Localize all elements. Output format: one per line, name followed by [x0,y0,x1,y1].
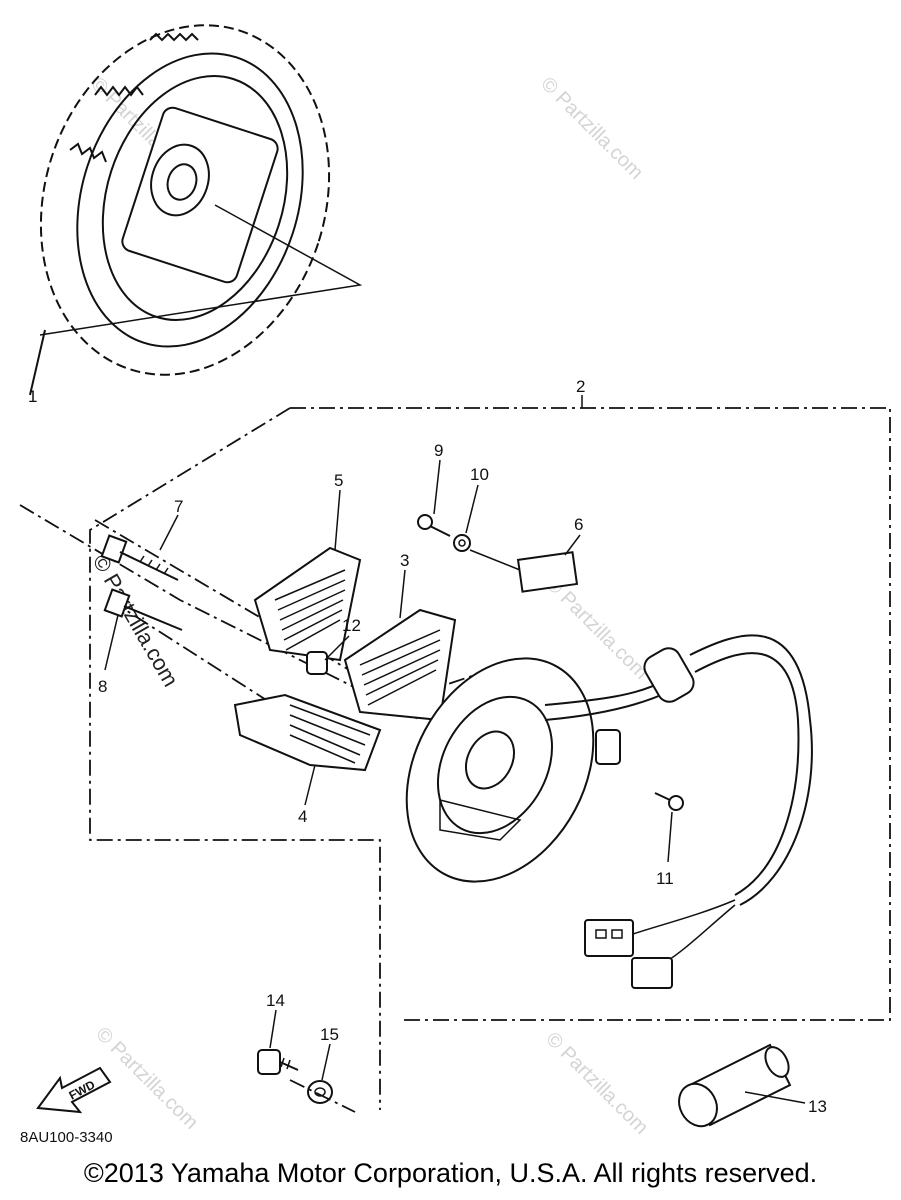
charging-coil-5 [253,546,362,662]
callout-8: 8 [98,677,107,696]
callout-5: 5 [334,471,343,490]
wire-harness [544,634,813,989]
part-code: 8AU100-3340 [20,1129,113,1146]
charging-coil-3 [343,608,457,722]
callout-11: 11 [656,869,674,888]
collar-12 [306,651,328,675]
callout-10: 10 [470,465,489,484]
callout-3: 3 [400,551,409,570]
bolt-7 [100,534,179,581]
source-coil-4 [233,693,382,772]
callout-4: 4 [298,807,307,826]
callout-2: 2 [576,377,585,396]
callout-9: 9 [434,441,443,460]
callout-12: 12 [342,616,361,635]
watermark-4: © Partzilla.com [541,1028,652,1139]
screw-9 [417,514,451,537]
callout-13: 13 [808,1097,827,1116]
flywheel-rotor [29,24,363,396]
watermark-1: © Partzilla.com [536,73,647,184]
washer-10 [453,534,471,552]
callout-1: 1 [28,387,37,406]
copyright-notice: ©2013 Yamaha Motor Corporation, U.S.A. A… [83,1158,818,1188]
pickup-coil-6 [469,549,579,593]
leader-lines [104,459,673,1081]
washer-15 [289,1079,356,1113]
callout-15: 15 [320,1025,339,1044]
screw-11 [654,792,684,811]
fwd-arrow-icon: FWD [36,1066,112,1114]
puller-13 [678,1043,806,1128]
callout-14: 14 [266,991,285,1010]
bolt-14 [257,1049,299,1075]
stator-plate [405,657,621,883]
callout-numbers: 1 2 3 4 5 6 7 8 9 10 11 12 13 14 15 [28,377,827,1116]
watermark-6: © Partzilla.com [88,550,184,691]
callout-7: 7 [174,497,183,516]
bolt-8 [103,588,183,631]
callout-6: 6 [574,515,583,534]
